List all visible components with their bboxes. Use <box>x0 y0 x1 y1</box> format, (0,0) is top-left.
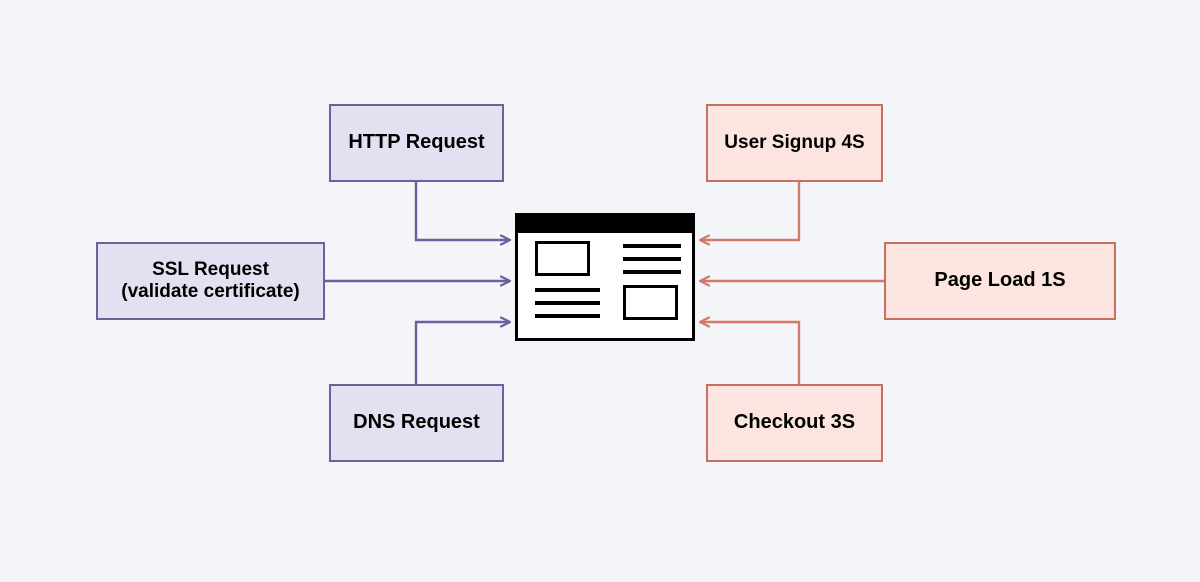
node-ssl-request-label: SSL Request (validate certificate) <box>121 258 300 302</box>
node-dns-request[interactable]: DNS Request <box>329 384 504 462</box>
mockup-text-line <box>535 288 600 292</box>
mockup-image-block-top-left <box>535 241 590 276</box>
edge-http-to-page <box>414 182 509 240</box>
edge-signup-to-page <box>701 182 801 240</box>
node-page-load-label: Page Load 1S <box>934 269 1066 292</box>
node-dns-request-label: DNS Request <box>353 411 480 434</box>
node-user-signup-label: User Signup 4S <box>724 131 865 153</box>
mockup-text-lines-top-right <box>623 244 681 274</box>
webpage-mockup <box>515 213 695 341</box>
edge-dns-to-page <box>414 322 509 384</box>
mockup-text-line <box>623 257 681 261</box>
node-http-request-label: HTTP Request <box>348 131 485 154</box>
mockup-text-line <box>623 270 681 274</box>
node-page-load[interactable]: Page Load 1S <box>884 242 1116 320</box>
mockup-text-line <box>535 301 600 305</box>
mockup-titlebar <box>518 216 692 233</box>
mockup-text-line <box>623 244 681 248</box>
node-checkout[interactable]: Checkout 3S <box>706 384 883 462</box>
edge-checkout-to-page <box>701 322 801 384</box>
node-ssl-request[interactable]: SSL Request (validate certificate) <box>96 242 325 320</box>
mockup-text-line <box>535 314 600 318</box>
node-user-signup[interactable]: User Signup 4S <box>706 104 883 182</box>
node-checkout-label: Checkout 3S <box>733 411 856 434</box>
mockup-image-block-bottom-right <box>623 285 678 320</box>
mockup-text-lines-bottom-left <box>535 288 600 318</box>
node-http-request[interactable]: HTTP Request <box>329 104 504 182</box>
